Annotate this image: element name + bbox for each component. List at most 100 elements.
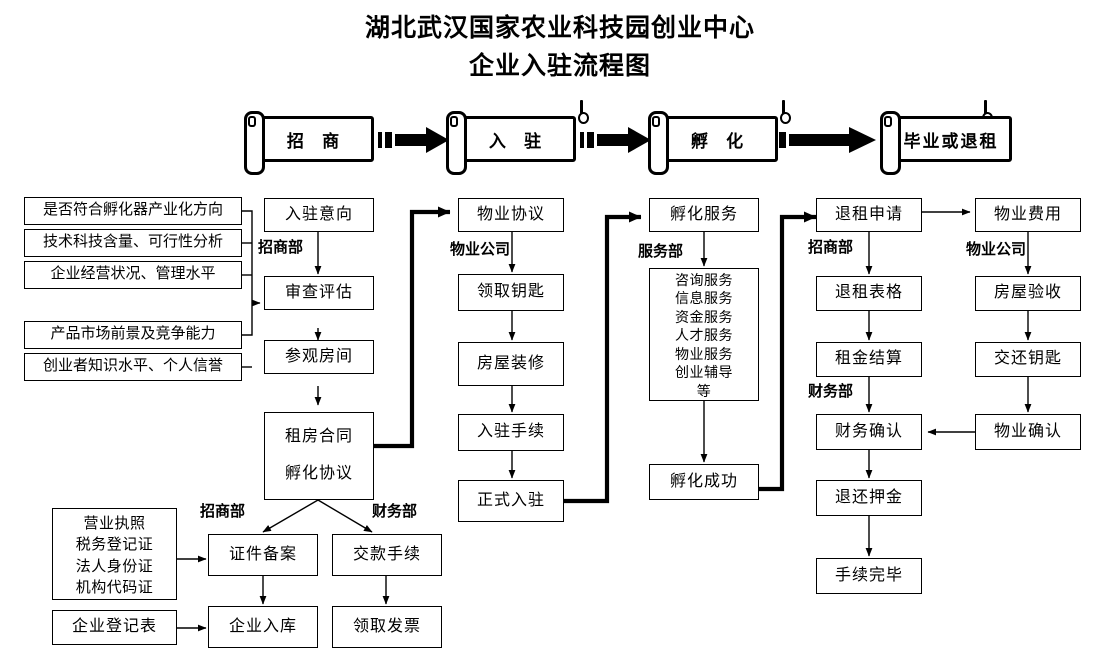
step-document-filing-label: 证件备案 [228, 545, 297, 563]
step-property-confirm[interactable]: 物业确认 [975, 414, 1081, 450]
criteria-label-2: 技术科技含量、可行性分析 [42, 234, 223, 251]
stage-banner-2-label: 入 驻 [488, 131, 549, 151]
registration-form-box[interactable]: 企业登记表 [52, 610, 177, 645]
dept-label-recruit-exit: 招商部 [808, 239, 854, 256]
dept-label-property-movein: 物业公司 [450, 241, 511, 258]
dept-label-service: 服务部 [638, 243, 684, 260]
stage-arrow-3 [772, 127, 876, 153]
step-finance-confirm-label: 财务确认 [834, 422, 903, 440]
stage-banner-4[interactable]: 毕业或退租 [872, 110, 1016, 175]
step-payment-formalities[interactable]: 交款手续 [332, 534, 442, 576]
dept-label-finance-exit: 财务部 [808, 383, 854, 400]
criteria-box-3[interactable]: 企业经营状况、管理水平 [24, 261, 242, 289]
step-visit-room[interactable]: 参观房间 [264, 340, 374, 374]
dept-label-recruit-top: 招商部 [258, 239, 304, 256]
step-review[interactable]: 审查评估 [264, 276, 374, 310]
filing-inputs [177, 555, 390, 632]
step-property-confirm-label: 物业确认 [993, 422, 1062, 440]
criteria-label-4: 产品市场前景及竞争能力 [50, 326, 216, 343]
link-movein-to-incubation [564, 211, 642, 504]
step-receive-invoice-label: 领取发票 [352, 617, 421, 635]
service-item-6: 创业辅导 [675, 366, 733, 382]
step-house-inspection-label: 房屋验收 [993, 284, 1062, 302]
registration-form-label: 企业登记表 [71, 618, 157, 636]
step-process-complete-label: 手续完毕 [834, 566, 903, 584]
step-finance-confirm[interactable]: 财务确认 [816, 414, 922, 450]
step-enterprise-entry-label: 企业入库 [228, 617, 297, 635]
link-contract-to-property [374, 206, 451, 449]
step-enterprise-entry[interactable]: 企业入库 [208, 606, 318, 648]
step-document-filing[interactable]: 证件备案 [208, 534, 318, 576]
step-rent-settlement[interactable]: 租金结算 [816, 342, 922, 377]
step-exit-form[interactable]: 退租表格 [816, 276, 922, 311]
criteria-box-5[interactable]: 创业者知识水平、个人信誉 [24, 353, 242, 381]
step-intent-label: 入驻意向 [284, 205, 353, 223]
step-movein-formalities[interactable]: 入驻手续 [458, 414, 564, 451]
step-process-complete[interactable]: 手续完毕 [816, 558, 922, 594]
service-item-3: 资金服务 [675, 310, 733, 326]
step-receive-invoice[interactable]: 领取发票 [332, 606, 442, 648]
step-property-fee[interactable]: 物业费用 [975, 198, 1081, 232]
step-exit-form-label: 退租表格 [834, 284, 903, 302]
criteria-box-1[interactable]: 是否符合孵化器产业化方向 [24, 197, 242, 225]
step-property-agreement[interactable]: 物业协议 [458, 198, 564, 232]
step-house-inspection[interactable]: 房屋验收 [975, 276, 1081, 311]
step-deposit-refund-label: 退还押金 [834, 488, 903, 506]
page-title-line1: 湖北武汉国家农业科技园创业中心 [364, 15, 755, 42]
step-renovation-label: 房屋装修 [476, 354, 545, 372]
dept-label-property-exit: 物业公司 [966, 241, 1027, 258]
criteria-box-2[interactable]: 技术科技含量、可行性分析 [24, 229, 242, 257]
step-visit-room-label: 参观房间 [284, 347, 353, 365]
step-incubation-service-label: 孵化服务 [669, 205, 738, 223]
service-list-box[interactable]: 咨询服务 信息服务 资金服务 人才服务 物业服务 创业辅导 等 [649, 268, 759, 401]
documents-box[interactable]: 营业执照 税务登记证 法人身份证 机构代码证 [52, 508, 177, 600]
step-get-keys-label: 领取钥匙 [476, 283, 545, 301]
criteria-bracket [241, 210, 261, 368]
stage-arrow-1 [378, 127, 449, 153]
stage-banner-4-label: 毕业或退租 [903, 131, 999, 151]
step-incubation-success[interactable]: 孵化成功 [649, 464, 759, 500]
service-item-1: 咨询服务 [675, 274, 733, 289]
document-item-2: 税务登记证 [75, 537, 154, 554]
contract-split [262, 499, 373, 533]
step-deposit-refund[interactable]: 退还押金 [816, 480, 922, 516]
step-return-keys-label: 交还钥匙 [993, 350, 1062, 368]
stage-banner-1[interactable]: 招 商 [236, 100, 589, 175]
page-title-line2: 企业入驻流程图 [468, 53, 651, 80]
document-item-4: 机构代码证 [75, 579, 154, 596]
service-item-5: 物业服务 [675, 347, 733, 363]
step-movein-formalities-label: 入驻手续 [476, 423, 545, 441]
criteria-label-3: 企业经营状况、管理水平 [50, 266, 216, 283]
link-incubation-to-exit [759, 211, 817, 492]
dept-label-filing-right: 财务部 [372, 503, 418, 520]
criteria-label-5: 创业者知识水平、个人信誉 [42, 358, 223, 375]
step-return-keys[interactable]: 交还钥匙 [975, 342, 1081, 377]
stage-banner-2[interactable]: 入 驻 [438, 100, 791, 175]
service-item-4: 人才服务 [675, 329, 733, 345]
service-item-2: 信息服务 [675, 292, 733, 308]
step-contract[interactable]: 租房合同 孵化协议 [264, 412, 374, 500]
step-exit-application[interactable]: 退租申请 [816, 198, 922, 232]
step-intent[interactable]: 入驻意向 [264, 198, 374, 232]
dept-label-filing-left: 招商部 [200, 503, 246, 520]
criteria-label-1: 是否符合孵化器产业化方向 [42, 202, 223, 219]
criteria-box-4[interactable]: 产品市场前景及竞争能力 [24, 321, 242, 349]
document-item-3: 法人身份证 [75, 558, 154, 575]
step-incubation-success-label: 孵化成功 [669, 472, 738, 490]
step-official-movein[interactable]: 正式入驻 [458, 480, 564, 522]
step-renovation[interactable]: 房屋装修 [458, 342, 564, 386]
step-rent-settlement-label: 租金结算 [834, 350, 903, 368]
document-item-1: 营业执照 [83, 516, 146, 532]
step-official-movein-label: 正式入驻 [476, 491, 545, 509]
step-exit-application-label: 退租申请 [834, 205, 903, 223]
step-review-label: 审查评估 [284, 283, 353, 301]
step-incubation-service[interactable]: 孵化服务 [649, 198, 759, 232]
service-item-7: 等 [696, 384, 712, 400]
step-get-keys[interactable]: 领取钥匙 [458, 274, 564, 311]
stage-banner-1-label: 招 商 [286, 131, 347, 151]
step-property-fee-label: 物业费用 [993, 205, 1062, 223]
stage-arrow-2 [580, 127, 651, 153]
stage-banner-3[interactable]: 孵 化 [640, 100, 993, 175]
